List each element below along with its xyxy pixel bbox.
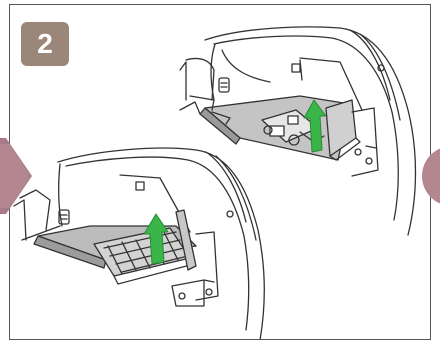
previous-slide-button[interactable] (0, 138, 38, 214)
chevron-left-icon (0, 138, 38, 214)
next-slide-button[interactable] (414, 138, 440, 214)
upper-trunk-illustration (180, 27, 416, 235)
chevron-right-icon (414, 138, 440, 214)
step-number-badge: 2 (21, 22, 69, 66)
lower-trunk-illustration (14, 148, 264, 340)
